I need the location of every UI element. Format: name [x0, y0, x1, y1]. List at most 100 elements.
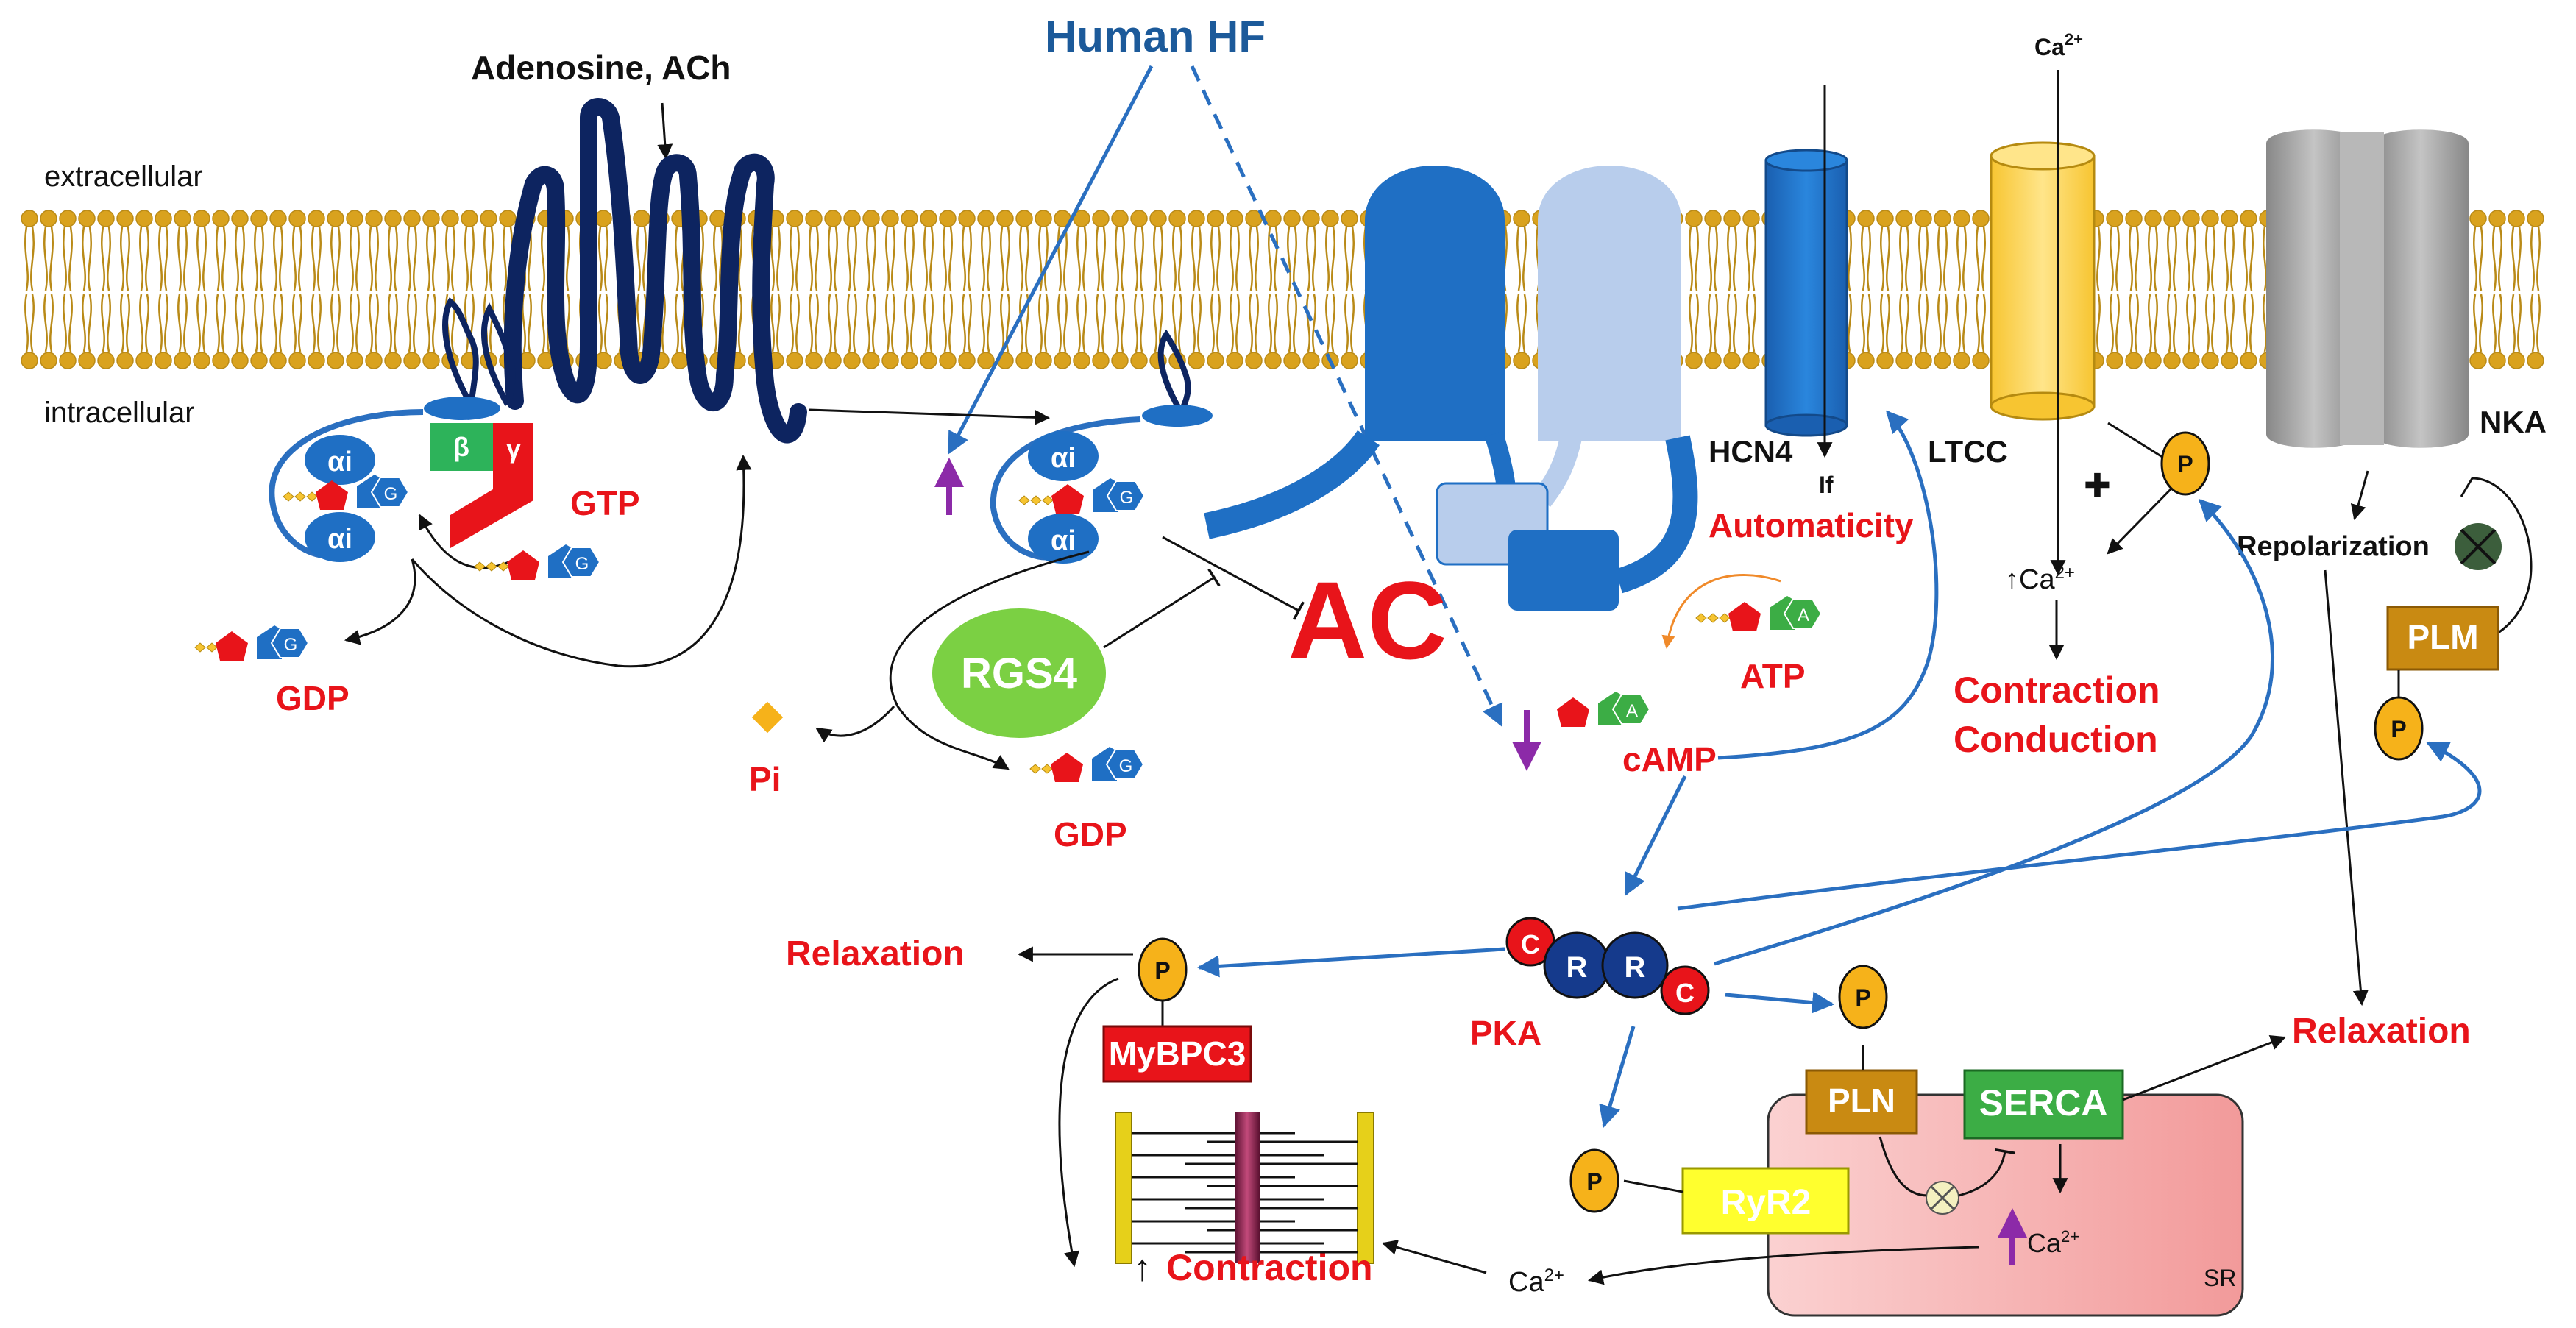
intracellular-label: intracellular	[44, 397, 195, 429]
gamma-label: γ	[506, 433, 521, 464]
lipid-head-outer	[1876, 210, 1894, 227]
lipid-head-outer	[1092, 210, 1110, 227]
lipid-head-outer	[1321, 210, 1339, 227]
lipid-head-outer	[97, 210, 115, 227]
pi-diamond-icon	[751, 701, 784, 734]
lipid-head-inner	[346, 352, 363, 369]
lipid-head-outer	[786, 210, 803, 227]
phospho-p-label: P	[1586, 1168, 1602, 1195]
phospho-p-icon: P	[2374, 696, 2424, 761]
pka-label: PKA	[1470, 1014, 1541, 1052]
sr-ca-release-arrow	[1587, 1246, 1980, 1285]
ac-label: AC	[1288, 558, 1447, 682]
lipid-anchor-icon	[480, 302, 516, 406]
nka-pump	[2266, 129, 2469, 448]
nucleotide-base-label: G	[284, 635, 298, 655]
lipid-head-inner	[805, 352, 823, 369]
membrane-anchor-icon	[1142, 405, 1213, 427]
lipid-head-outer	[1207, 210, 1224, 227]
nucleotide-gtp-icon: G	[1018, 478, 1146, 514]
lipid-head-outer	[1857, 210, 1875, 227]
ligand-label: Adenosine, ACh	[471, 49, 731, 87]
lipid-head-outer	[78, 210, 96, 227]
nucleotide-base-label: G	[1119, 756, 1133, 776]
lipid-head-outer	[116, 210, 134, 227]
pln-label: PLN	[1828, 1082, 1895, 1120]
lipid-head-inner	[1111, 352, 1129, 369]
lipid-head-outer	[1934, 210, 1951, 227]
lipid-head-outer	[441, 210, 459, 227]
lipid-head-inner	[2527, 352, 2544, 369]
lipid-head-outer	[901, 210, 918, 227]
lipid-head-outer	[193, 210, 210, 227]
pka-r-label: R	[1625, 951, 1646, 984]
lipid-head-outer	[2182, 210, 2200, 227]
phospho-p-icon: P	[2160, 431, 2210, 496]
lipid-head-outer	[824, 210, 842, 227]
nucleotide-gtp-icon: G	[194, 625, 310, 661]
lipid-head-inner	[2125, 352, 2143, 369]
phospho-p-icon: P	[1838, 965, 1888, 1029]
lipid-head-inner	[1015, 352, 1033, 369]
lipid-head-inner	[2144, 352, 2162, 369]
lipid-head-outer	[2163, 210, 2181, 227]
lipid-head-outer	[21, 210, 38, 227]
lipid-head-outer	[977, 210, 995, 227]
nucleotide-base-label: G	[384, 484, 398, 504]
lipid-head-outer	[1723, 210, 1741, 227]
lipid-head-inner	[97, 352, 115, 369]
lipid-head-inner	[2163, 352, 2181, 369]
nucleotide-gtp-icon: G	[1029, 747, 1145, 782]
lipid-head-outer	[365, 210, 383, 227]
lipid-head-inner	[1704, 352, 1722, 369]
lipid-head-inner	[958, 352, 976, 369]
lipid-head-inner	[1188, 352, 1205, 369]
lipid-head-inner	[2240, 352, 2257, 369]
serca-label: SERCA	[1979, 1082, 2107, 1123]
lipid-head-inner	[1302, 352, 1320, 369]
camp-to-pka-arrow	[1624, 775, 1687, 896]
gamma-subunit	[450, 423, 533, 548]
conduction-label: Conduction	[1954, 719, 2158, 760]
phospho-p-icon: P	[1569, 1148, 1619, 1213]
ryr2-label: RyR2	[1721, 1183, 1812, 1222]
lipid-head-inner	[881, 352, 899, 369]
gdp-label-left: GDP	[276, 679, 350, 717]
lipid-head-inner	[671, 352, 689, 369]
camp-label: cAMP	[1622, 740, 1717, 778]
alpha-i-label: αi	[327, 447, 352, 477]
gdp-release-arrow-right	[889, 550, 1090, 770]
mybpc3-label: MyBPC3	[1109, 1034, 1246, 1073]
ltcc-channel	[1990, 141, 2096, 421]
rgs4-label: RGS4	[961, 650, 1077, 697]
if-label: If	[1819, 472, 1834, 498]
lipid-head-outer	[2527, 210, 2544, 227]
lipid-head-inner	[1742, 352, 1760, 369]
lipid-head-outer	[958, 210, 976, 227]
pka-r-label: R	[1566, 951, 1588, 984]
ca-intracellular-label: ↑Ca2+	[2005, 563, 2075, 595]
lipid-head-outer	[288, 210, 306, 227]
serca-to-relaxation-arrow	[2122, 1035, 2286, 1101]
lipid-head-outer	[212, 210, 230, 227]
ltcc-p-stem	[2107, 422, 2168, 461]
nucleotide-gtp-icon: G	[283, 475, 410, 510]
pka-to-mybpc3-arrow	[1197, 947, 1505, 978]
lipid-head-inner	[1513, 352, 1530, 369]
hcn4-label: HCN4	[1709, 434, 1793, 469]
lipid-head-inner	[1341, 352, 1358, 369]
alpha-i-label: αi	[1051, 443, 1076, 474]
pka-c-label: C	[1521, 929, 1540, 959]
lipid-head-outer	[461, 210, 478, 227]
relaxation-label-right: Relaxation	[2292, 1012, 2471, 1051]
lipid-head-inner	[155, 352, 172, 369]
lipid-head-outer	[1341, 210, 1358, 227]
g-protein-complex-left: αi αi β γ	[269, 297, 533, 562]
lipid-head-inner	[824, 352, 842, 369]
lipid-head-inner	[269, 352, 287, 369]
gi-inhibits-ac	[1162, 536, 1305, 620]
lipid-head-inner	[308, 352, 325, 369]
